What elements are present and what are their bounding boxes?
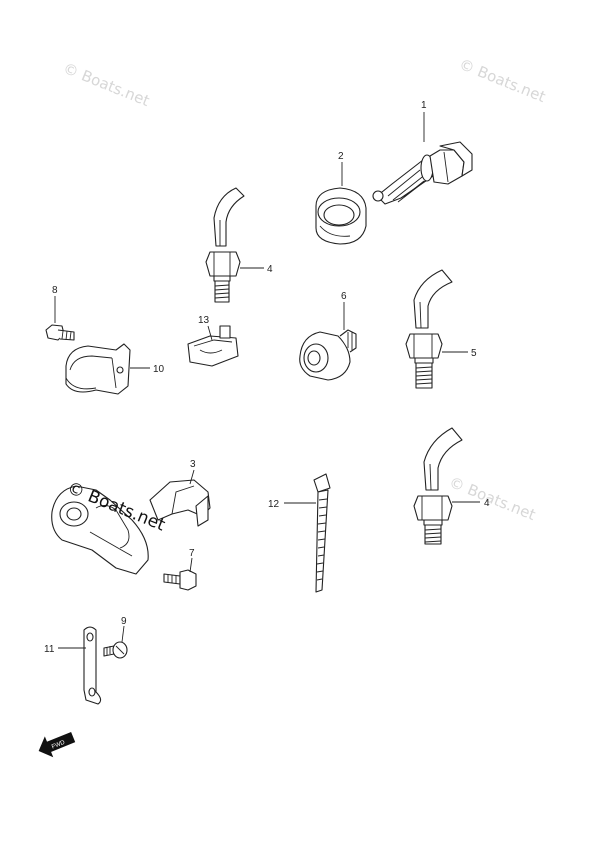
- callout-13: 13: [198, 315, 210, 326]
- callout-8: 8: [52, 285, 58, 296]
- watermark-top-left: © Boats.net: [61, 59, 153, 110]
- callout-3: 3: [190, 459, 196, 470]
- part-6-pressure-switch: [299, 329, 357, 381]
- fwd-label: FWD: [51, 740, 67, 751]
- leader-9: [121, 625, 125, 643]
- watermark-middle-right: © Boats.net: [447, 473, 539, 524]
- part-7-bolt: [163, 569, 197, 591]
- callout-1: 1: [421, 100, 427, 111]
- fwd-arrow-icon: FWD: [38, 731, 76, 758]
- part-1-sensor-connector: [372, 141, 473, 205]
- callout-4b: 4: [484, 498, 490, 509]
- part-2-grommet: [315, 187, 367, 245]
- leader-3: [189, 469, 195, 485]
- callout-5: 5: [471, 348, 477, 359]
- part-4-sensor-lower: [413, 427, 463, 545]
- part-4-sensor-top: [205, 187, 245, 303]
- callout-4a: 4: [267, 264, 273, 275]
- part-10-clamp: [65, 343, 131, 395]
- part-5-sensor: [405, 269, 453, 389]
- part-11-strap: [83, 626, 102, 705]
- callout-9: 9: [121, 616, 127, 627]
- leader-13: [207, 325, 213, 341]
- part-9-screw: [103, 641, 128, 659]
- callout-7: 7: [189, 548, 195, 559]
- watermark-top-right: © Boats.net: [457, 55, 549, 106]
- callout-2: 2: [338, 151, 344, 162]
- callout-11: 11: [44, 644, 55, 655]
- part-3-bracket-assembly: [51, 479, 211, 575]
- callout-10: 10: [153, 364, 165, 375]
- part-13-holder: [187, 325, 239, 367]
- part-12-cable-tie: [313, 473, 331, 593]
- part-8-bolt: [45, 324, 75, 341]
- leader-7: [189, 557, 193, 573]
- callout-6: 6: [341, 291, 347, 302]
- callout-12: 12: [268, 499, 280, 510]
